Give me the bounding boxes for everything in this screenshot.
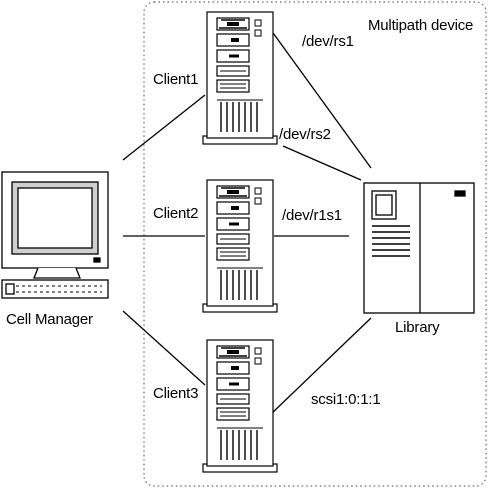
line-client1-library-rs2 bbox=[282, 145, 362, 181]
client3-label: Client3 bbox=[153, 385, 199, 402]
line-cellmanager-client1 bbox=[122, 94, 206, 161]
connection-lines bbox=[122, 25, 372, 416]
multipath-group-border bbox=[143, 1, 487, 487]
path-rs1-label: /dev/rs1 bbox=[302, 33, 354, 50]
line-client1-library-rs1 bbox=[267, 25, 372, 169]
library-icon bbox=[363, 182, 475, 314]
path-rs2-label: /dev/rs2 bbox=[279, 126, 331, 143]
cell-manager-label: Cell Manager bbox=[6, 311, 93, 328]
client1-server-icon bbox=[201, 10, 279, 146]
path-scsi-label: scsi1:0:1:1 bbox=[311, 391, 381, 408]
line-cellmanager-client3 bbox=[122, 310, 206, 386]
line-client3-library-scsi bbox=[269, 317, 372, 416]
client2-label: Client2 bbox=[153, 205, 199, 222]
path-r1s1-label: /dev/r1s1 bbox=[282, 207, 342, 224]
group-label: Multipath device bbox=[368, 17, 474, 34]
client1-label: Client1 bbox=[153, 71, 199, 88]
client2-server-icon bbox=[201, 178, 279, 314]
cell-manager-computer-icon bbox=[1, 171, 109, 299]
client3-server-icon bbox=[201, 338, 279, 474]
library-label: Library bbox=[395, 319, 440, 336]
